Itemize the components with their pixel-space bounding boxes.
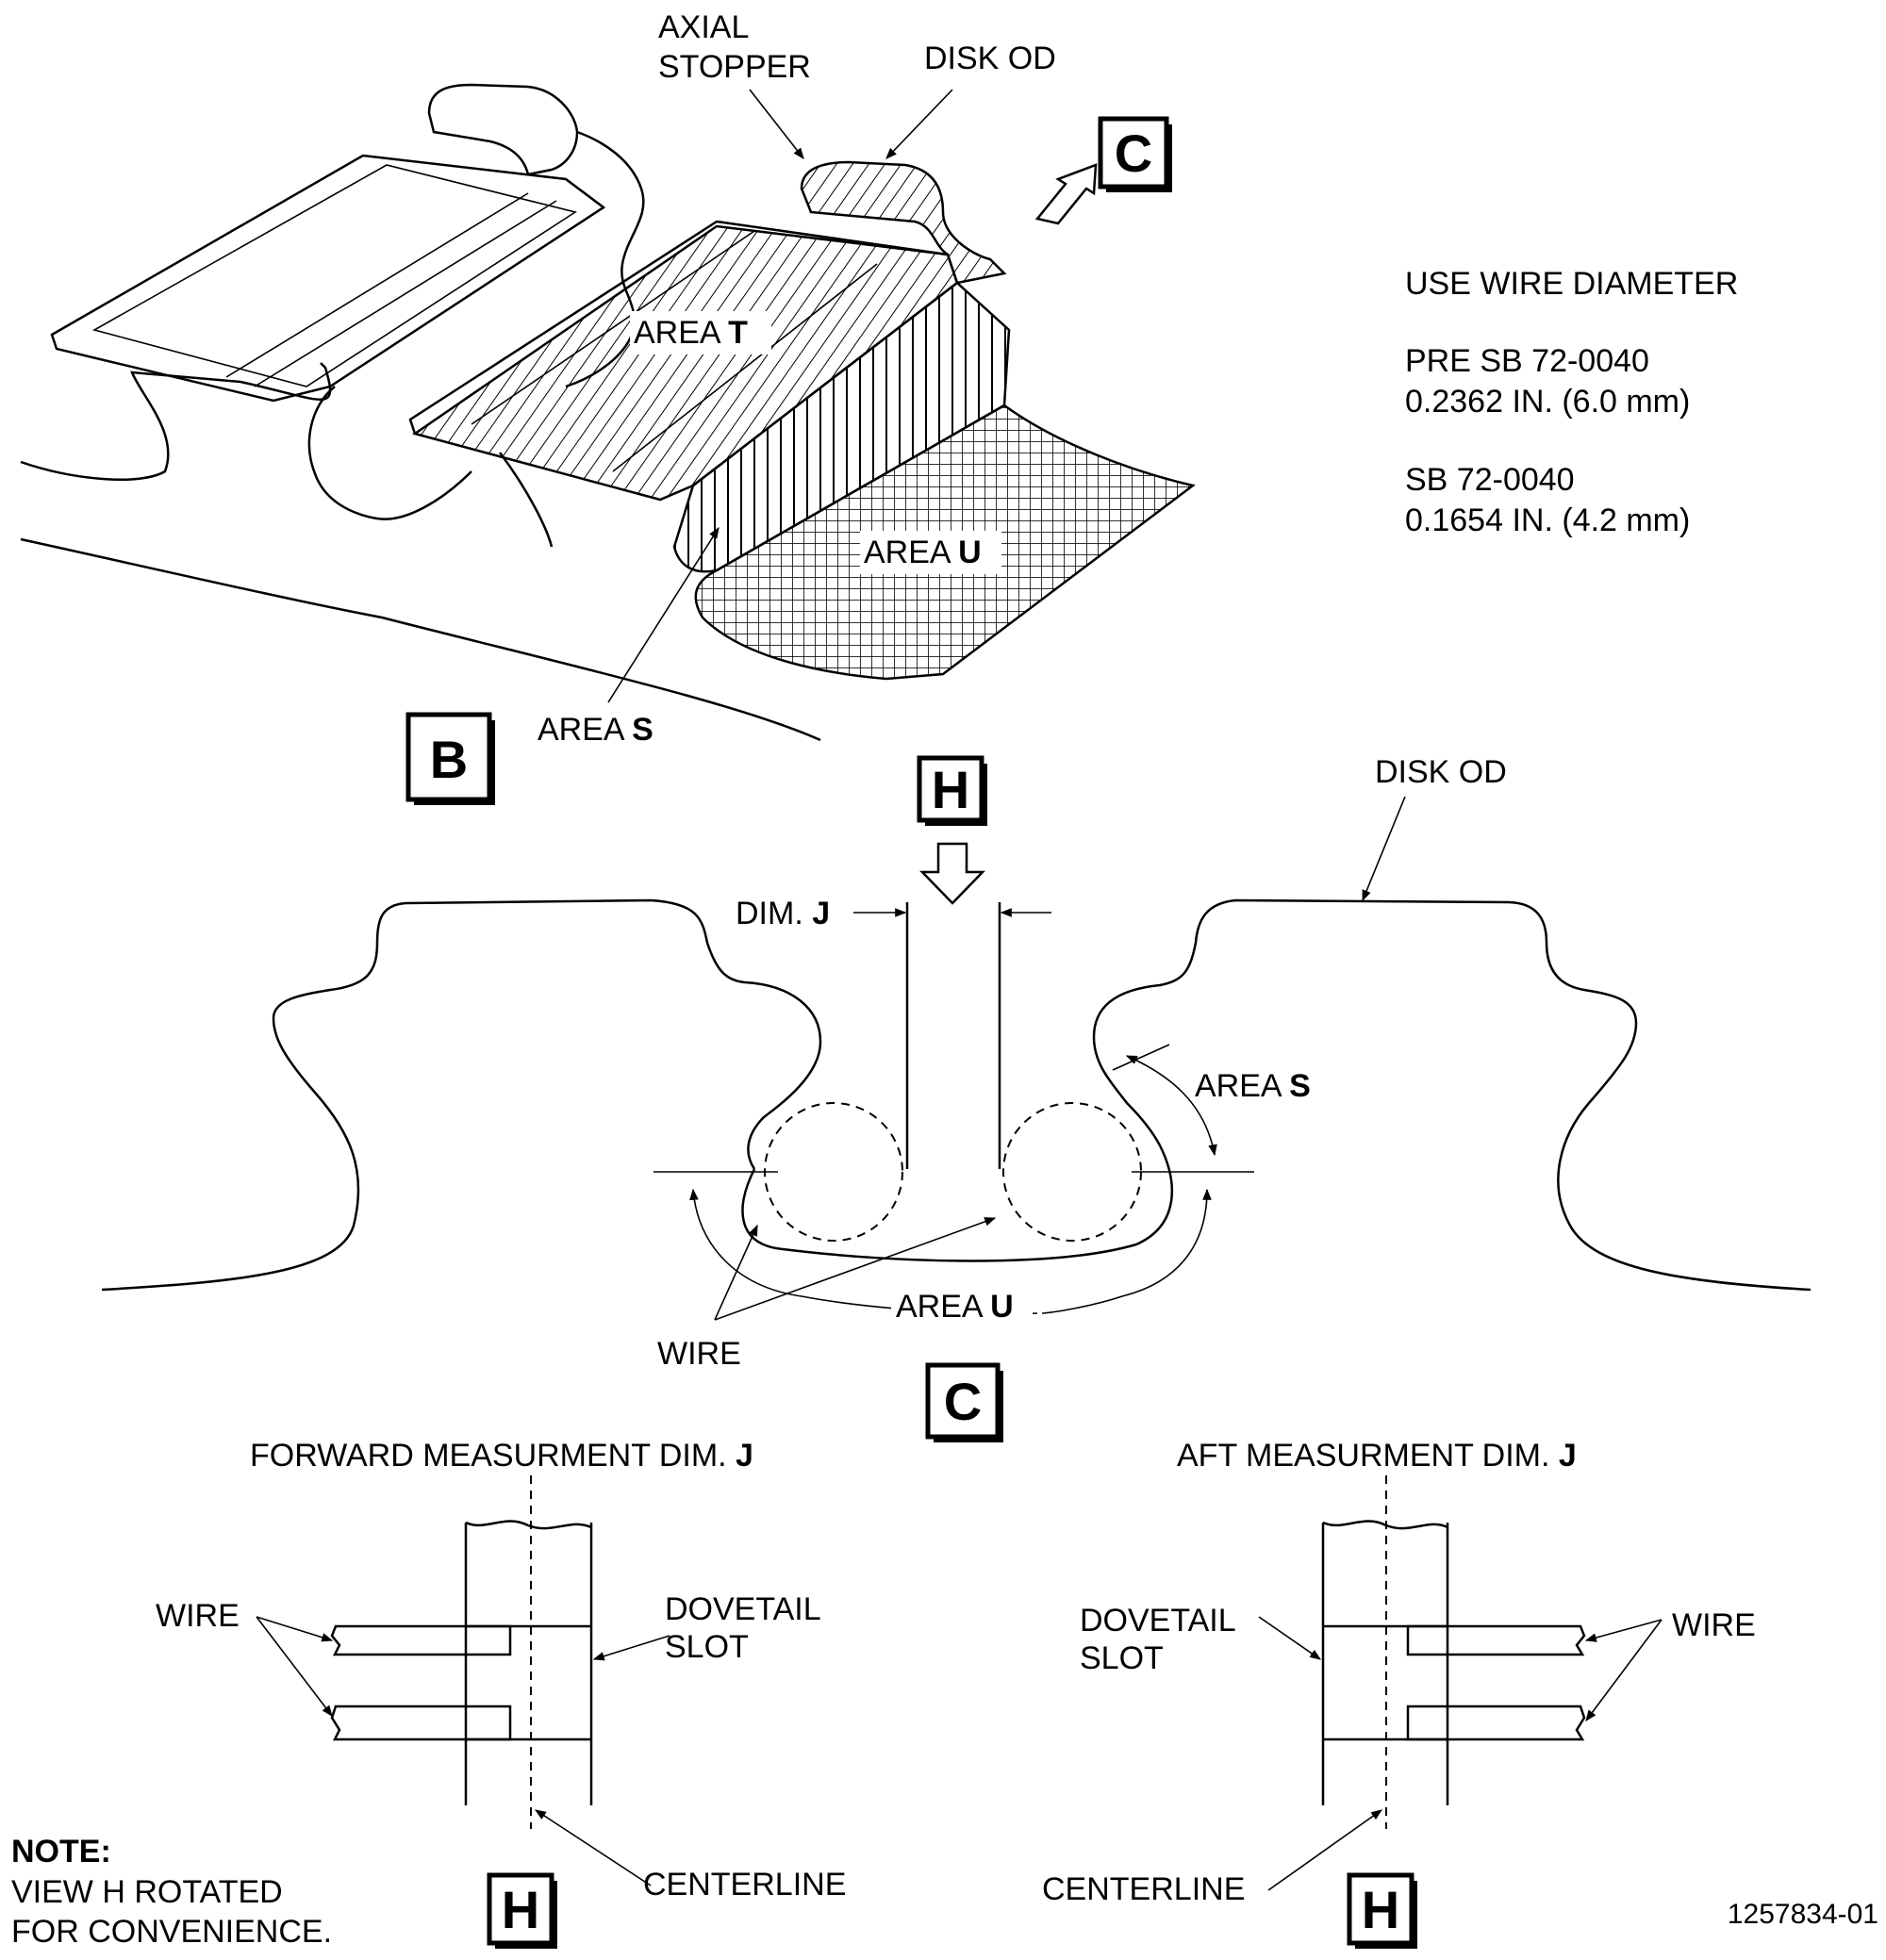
svg-text:C: C: [1115, 124, 1152, 183]
wire-spec-heading: USE WIRE DIAMETER: [1405, 266, 1738, 302]
area-u-label-top: AREA U: [864, 535, 982, 570]
disk-od-mid-label: DISK OD: [1375, 754, 1507, 790]
forward-wire-upper: [330, 1624, 512, 1656]
left-disk-post-outline: [101, 898, 822, 1292]
wire-spec-pre-value: 0.2362 IN. (6.0 mm): [1405, 384, 1690, 420]
view-box-h-right: H: [1347, 1872, 1417, 1949]
svg-text:B: B: [430, 730, 468, 789]
isometric-disk-view: [20, 83, 1196, 742]
view-box-h-top: H: [917, 755, 987, 826]
aft-wire-lower: [1406, 1705, 1586, 1741]
forward-dovetail-slot: [464, 1520, 593, 1805]
view-c-section: [101, 796, 1812, 1321]
view-box-c-top: C: [1098, 116, 1172, 192]
forward-measurement-title: FORWARD MEASURMENT DIM. J: [250, 1438, 753, 1474]
note-line1: VIEW H ROTATED: [11, 1874, 283, 1910]
slot-bottom-outline: [741, 1145, 1174, 1262]
wire-spec-post-label: SB 72-0040: [1405, 462, 1575, 498]
svg-text:H: H: [1362, 1880, 1399, 1939]
wire-spec-post-value: 0.1654 IN. (4.2 mm): [1405, 502, 1690, 538]
centerline-label-right: CENTERLINE: [1042, 1871, 1245, 1907]
view-h-direction-arrow: [919, 842, 985, 905]
note-block: NOTE: VIEW H ROTATED FOR CONVENIENCE.: [11, 1834, 332, 1950]
area-t-label: AREA T: [634, 315, 748, 351]
wire-label-mid: WIRE: [657, 1336, 741, 1372]
wire-label-left: WIRE: [156, 1598, 240, 1634]
area-s-label-mid: AREA S: [1195, 1068, 1311, 1104]
view-box-c-mid: C: [925, 1362, 1003, 1442]
dovetail-slot-right-line2: SLOT: [1080, 1640, 1164, 1676]
note-line2: FOR CONVENIENCE.: [11, 1914, 332, 1950]
dovetail-slot-right-line1: DOVETAIL: [1080, 1603, 1236, 1639]
figure-number: 1257834-01: [1728, 1899, 1878, 1930]
dovetail-slot-left-line2: SLOT: [665, 1629, 749, 1665]
view-c-direction-arrow: [1034, 163, 1098, 225]
wire-left-circle: [764, 1102, 903, 1242]
forward-measurement-view: [256, 1475, 670, 1886]
axial-stopper-label-line2: STOPPER: [658, 49, 811, 85]
left-axial-stopper: [427, 83, 579, 176]
wire-diameter-spec: USE WIRE DIAMETER PRE SB 72-0040 0.2362 …: [1405, 266, 1738, 538]
disk-od-top-label: DISK OD: [924, 41, 1056, 76]
svg-text:H: H: [932, 760, 969, 819]
wire-label-right: WIRE: [1672, 1607, 1756, 1643]
axial-stopper-label-line1: AXIAL: [658, 9, 749, 45]
aft-wire-upper: [1406, 1624, 1586, 1656]
aft-measurement-view: [1258, 1475, 1663, 1891]
wire-right-circle: [1002, 1102, 1142, 1242]
note-title: NOTE:: [11, 1834, 111, 1869]
view-box-h-left: H: [487, 1872, 557, 1949]
area-s-surface: [672, 281, 1011, 573]
left-platform: [50, 154, 606, 403]
dim-j-label: DIM. J: [736, 896, 830, 931]
view-box-b: B: [405, 712, 495, 805]
centerline-label-left: CENTERLINE: [643, 1867, 846, 1902]
area-s-label-top: AREA S: [538, 712, 653, 748]
dovetail-slot-left-line1: DOVETAIL: [665, 1591, 821, 1627]
forward-wire-lower: [330, 1705, 512, 1741]
wire-spec-pre-label: PRE SB 72-0040: [1405, 343, 1649, 379]
svg-text:C: C: [944, 1372, 982, 1431]
area-u-label-mid: AREA U: [896, 1289, 1014, 1325]
aft-measurement-title: AFT MEASURMENT DIM. J: [1177, 1438, 1577, 1474]
disk-lower-edge: [20, 537, 821, 742]
right-disk-post-outline: [1092, 898, 1812, 1292]
svg-text:H: H: [502, 1880, 539, 1939]
